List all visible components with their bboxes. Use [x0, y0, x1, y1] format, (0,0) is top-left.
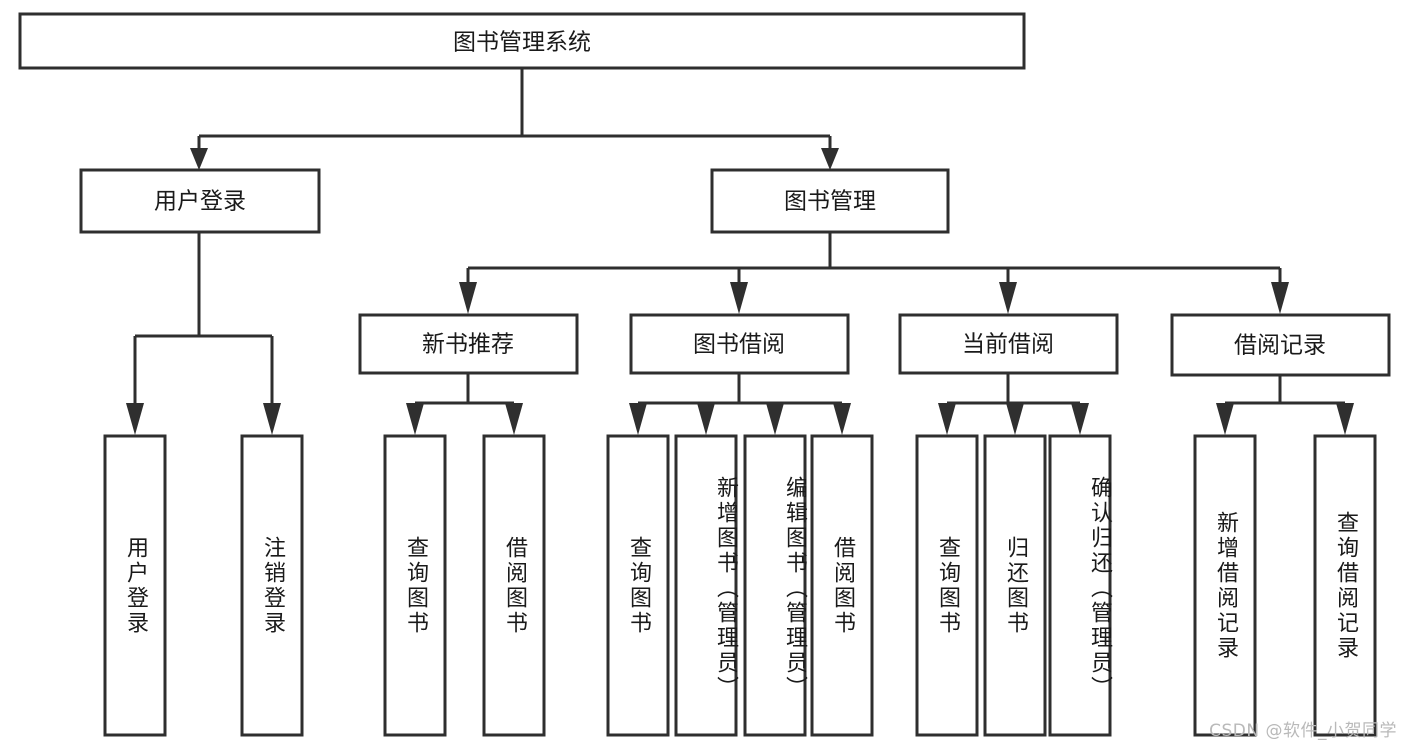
arrow-to-book-borrow — [730, 282, 748, 314]
arrow-to-leaf-query-book-2 — [629, 403, 647, 435]
arrow-to-leaf-user-login — [126, 403, 144, 435]
node-book-manage-label: 图书管理 — [784, 189, 876, 215]
arrow-to-leaf-query-record — [1336, 403, 1354, 435]
arrow-to-user-login — [190, 148, 208, 170]
node-leaf-query-book-3-box[interactable] — [915, 434, 979, 737]
node-root-box[interactable] — [18, 12, 1026, 70]
arrow-to-leaf-query-book-3 — [938, 403, 956, 435]
arrow-to-borrow-record — [1271, 282, 1289, 314]
arrow-to-leaf-borrow-book-1 — [505, 403, 523, 435]
node-current-borrow-label: 当前借阅 — [962, 332, 1054, 358]
arrow-to-leaf-query-book-1 — [406, 403, 424, 435]
node-user-login-label: 用户登录 — [154, 189, 246, 215]
watermark-text: CSDN @软件_小贺同学 — [1209, 721, 1397, 741]
node-leaf-query-record-box[interactable] — [1313, 434, 1377, 737]
node-borrow-record-box[interactable] — [1170, 313, 1391, 377]
node-current-borrow-box[interactable] — [898, 313, 1119, 375]
arrow-to-current-borrow — [999, 282, 1017, 314]
node-borrow-record-label: 借阅记录 — [1234, 333, 1326, 359]
node-leaf-return-book-box[interactable] — [983, 434, 1047, 737]
arrow-to-leaf-add-record — [1216, 403, 1234, 435]
node-leaf-confirm-return-box[interactable] — [1048, 434, 1112, 737]
node-book-borrow-label: 图书借阅 — [693, 332, 785, 358]
node-leaf-edit-book-box[interactable] — [743, 434, 807, 737]
arrow-to-leaf-confirm-return — [1071, 403, 1089, 435]
arrow-to-leaf-edit-book — [766, 403, 784, 435]
arrow-to-leaf-add-book — [697, 403, 715, 435]
node-new-book-recommend-label: 新书推荐 — [422, 332, 514, 358]
arrow-to-new-book-recommend — [459, 282, 477, 314]
node-new-book-recommend-box[interactable] — [358, 313, 579, 375]
node-leaf-user-logout-box[interactable] — [240, 434, 304, 737]
arrow-to-book-manage — [821, 148, 839, 170]
node-user-login-box[interactable] — [79, 168, 321, 234]
arrow-to-leaf-user-logout — [263, 403, 281, 435]
arrow-to-leaf-borrow-book-2 — [833, 403, 851, 435]
node-leaf-add-book-box[interactable] — [674, 434, 738, 737]
arrow-to-leaf-return-book — [1006, 403, 1024, 435]
node-book-borrow-box[interactable] — [629, 313, 850, 375]
node-leaf-borrow-book-1-box[interactable] — [482, 434, 546, 737]
node-leaf-borrow-book-2-box[interactable] — [810, 434, 874, 737]
node-leaf-user-login-box[interactable] — [103, 434, 167, 737]
node-root-label: 图书管理系统 — [453, 30, 591, 56]
node-leaf-add-record-box[interactable] — [1193, 434, 1257, 737]
node-leaf-query-book-2-box[interactable] — [606, 434, 670, 737]
node-book-manage-box[interactable] — [710, 168, 950, 234]
node-leaf-query-book-1-box[interactable] — [383, 434, 447, 737]
